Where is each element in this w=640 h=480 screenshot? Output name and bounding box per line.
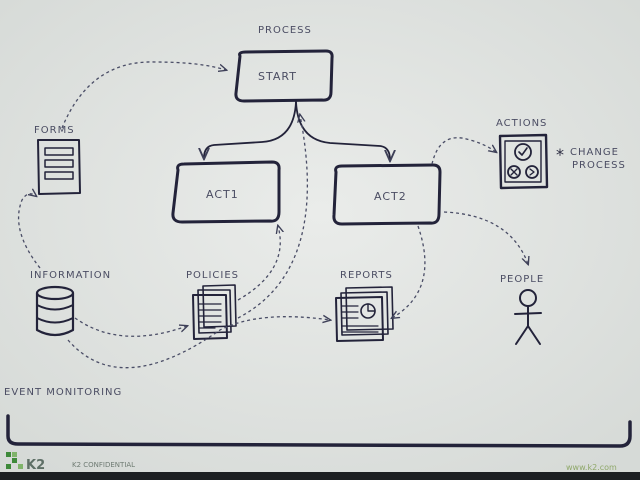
database-icon: [35, 285, 75, 337]
information-to-policies-arrow: [74, 317, 187, 337]
act2-to-people-arrow: [443, 211, 528, 264]
person-icon: [514, 289, 542, 345]
process-label: PROCESS: [258, 25, 312, 36]
change-process-line2: PROCESS: [572, 160, 626, 171]
reports-icon: [335, 286, 394, 342]
dashed-connectors: [18, 61, 528, 369]
information-to-forms-arrow: [18, 194, 41, 269]
confidential-text: K2 CONFIDENTIAL: [72, 461, 135, 469]
act2-node: ACT2: [332, 163, 442, 226]
act1-node: ACT1: [171, 160, 281, 224]
asterisk-icon: *: [556, 145, 564, 164]
start-label: START: [258, 70, 297, 83]
logo-text: K2: [26, 458, 45, 473]
act2-label: ACT2: [374, 190, 407, 203]
actions-label: ACTIONS: [496, 118, 547, 129]
policies-to-act1-arrow: [237, 226, 280, 301]
change-process-note: * CHANGE PROCESS: [556, 145, 626, 171]
event-monitoring-bracket: [6, 414, 632, 448]
k2-logo: K2: [6, 452, 45, 473]
people-label: PEOPLE: [500, 274, 544, 285]
footer-url: www.k2.com: [566, 463, 617, 472]
policies-icon: [192, 284, 237, 340]
policies-to-start-arrow: [237, 115, 309, 319]
start-node: START: [234, 49, 334, 103]
reports-label: REPORTS: [340, 270, 393, 281]
information-label: INFORMATION: [30, 270, 111, 281]
forms-icon: [37, 139, 81, 195]
policies-label: POLICIES: [186, 270, 239, 281]
act1-label: ACT1: [206, 188, 239, 201]
information-to-reports-arrow: [67, 317, 330, 369]
forms-label: FORMS: [34, 125, 75, 136]
start-to-act1-arrow: [204, 101, 297, 158]
change-process-line1: CHANGE: [570, 147, 619, 158]
screen-bezel-bottom: [0, 472, 640, 480]
act2-to-actions-arrow: [431, 137, 496, 165]
act2-to-reports-arrow: [392, 225, 426, 318]
event-monitoring-label: EVENT MONITORING: [4, 387, 122, 398]
actions-panel-icon: [498, 133, 549, 190]
